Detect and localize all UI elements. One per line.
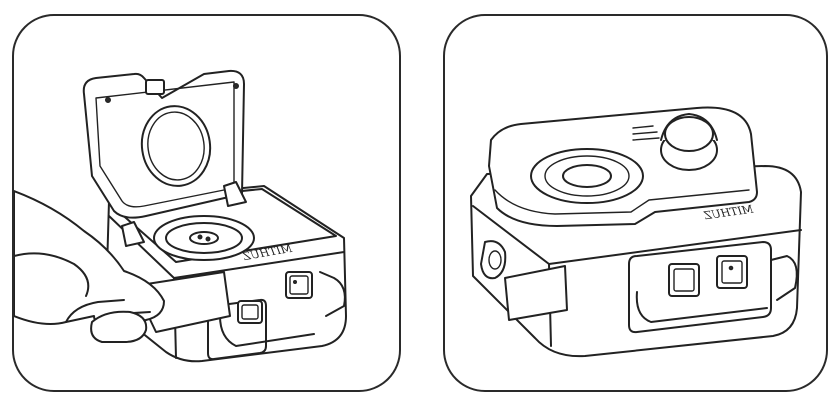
device-open-icon: MITHUZ (14, 69, 347, 363)
card-icon (504, 265, 568, 321)
device-closed-icon: MITHUZ (470, 106, 802, 358)
illustration-panel-open: MITHUZ (12, 14, 401, 392)
illustration-panel-closed: MITHUZ (443, 14, 828, 392)
